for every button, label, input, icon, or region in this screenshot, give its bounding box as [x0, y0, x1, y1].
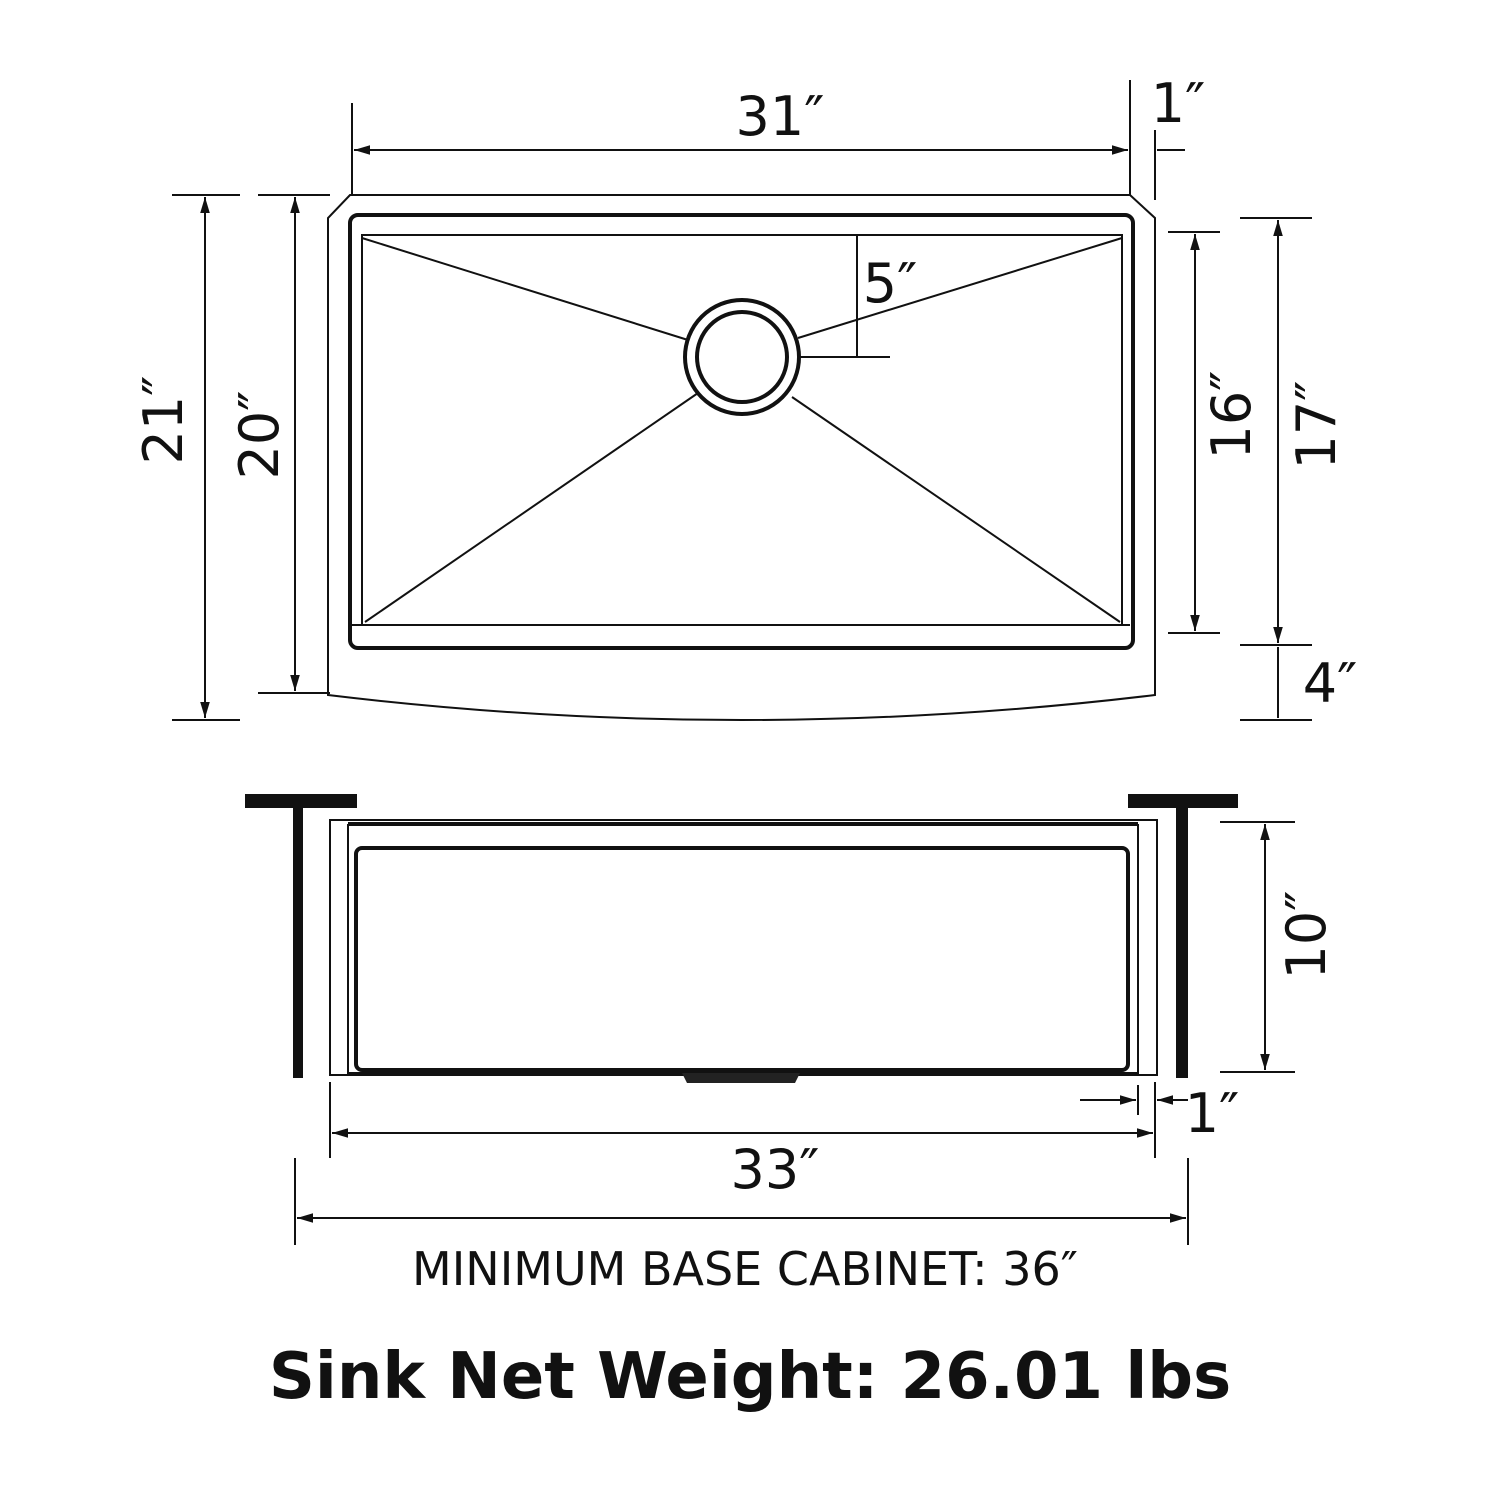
- svg-text:4″: 4″: [1303, 652, 1358, 715]
- basin-inner: [361, 234, 1123, 626]
- svg-text:16″: 16″: [1200, 371, 1263, 460]
- top-view: 31″ 1″ 21″ 20″ 5″ 16″: [132, 72, 1358, 721]
- svg-text:17″: 17″: [1285, 381, 1348, 470]
- dim-depth-20: 20″: [228, 194, 330, 694]
- side-view: 10″ 1″ 33″ MINIMUM BASE CABINET: 36″: [245, 794, 1338, 1296]
- dim-17-and-4: 17″ 4″: [1240, 217, 1358, 721]
- dim-basin-16: 16″: [1168, 231, 1263, 634]
- sink-body: [329, 819, 1158, 1076]
- countertop-right: [1128, 794, 1238, 1078]
- svg-text:31″: 31″: [736, 85, 825, 148]
- bowl-inner: [354, 846, 1130, 1072]
- dim-depth-21: 21″: [132, 194, 240, 721]
- svg-text:MINIMUM BASE CABINET: 36″: MINIMUM BASE CABINET: 36″: [412, 1242, 1078, 1296]
- drain: [683, 298, 801, 416]
- dim-cabinet-36: MINIMUM BASE CABINET: 36″: [294, 1158, 1189, 1296]
- dim-width-33: 1″ 33″: [329, 1082, 1240, 1201]
- dim-width-31: 31″ 1″: [351, 72, 1206, 200]
- sink-outline: [327, 194, 1156, 721]
- svg-text:21″: 21″: [132, 376, 195, 465]
- svg-text:20″: 20″: [228, 391, 291, 480]
- basin-slope-lines: [361, 237, 1123, 623]
- svg-text:1″: 1″: [1151, 72, 1206, 135]
- drain-bottom: [682, 1073, 800, 1083]
- dim-drain-5: 5″: [800, 235, 918, 358]
- svg-text:5″: 5″: [863, 252, 918, 315]
- svg-text:10″: 10″: [1275, 891, 1338, 980]
- dim-depth-10: 10″: [1220, 821, 1338, 1073]
- svg-text:1″: 1″: [1185, 1082, 1240, 1145]
- net-weight-label: Sink Net Weight: 26.01 lbs: [269, 1340, 1231, 1414]
- sink-front: [347, 824, 1139, 1074]
- basin-rim: [348, 213, 1135, 650]
- svg-text:33″: 33″: [731, 1138, 820, 1201]
- countertop-left: [245, 794, 357, 1078]
